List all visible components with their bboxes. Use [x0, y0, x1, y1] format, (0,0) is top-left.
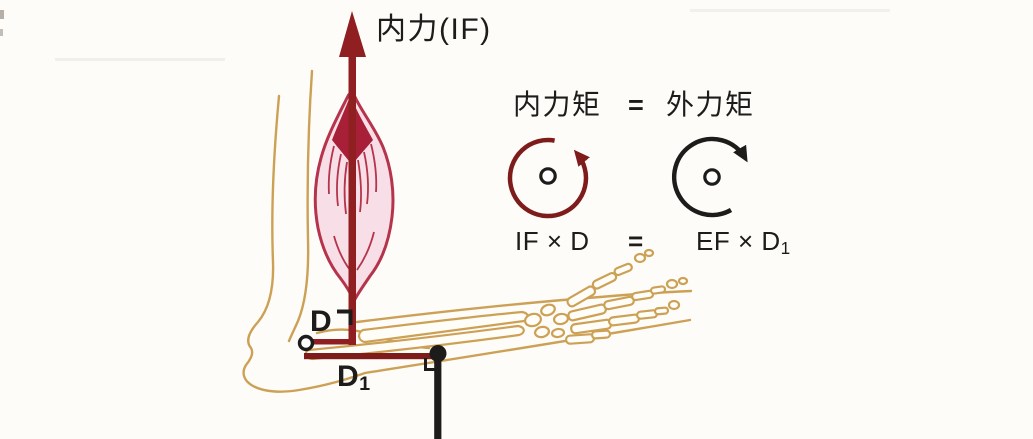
up-arrow-icon — [339, 11, 366, 57]
external-torque-label: 外力矩 — [666, 89, 755, 120]
torque-equals-sign: = — [628, 90, 645, 120]
internal-torque-label: 内力矩 — [513, 89, 602, 120]
external-torque-symbol — [672, 136, 748, 218]
ccw-rotation-arrow-icon — [507, 137, 590, 219]
moment-arm-d1-label: D1 — [337, 360, 371, 396]
upper-arm-outer-outline — [242, 94, 692, 393]
formula-lhs: IF × D — [515, 226, 590, 256]
right-angle-mark-icon — [424, 358, 437, 371]
internal-force-label: 内力(IF) — [376, 13, 492, 46]
radius-bone — [358, 310, 529, 344]
moment-arm-d-line — [311, 339, 353, 345]
d1-subscript: 1 — [359, 373, 371, 396]
moment-arm-d1-line — [304, 353, 441, 360]
joint-axis-icon — [297, 334, 315, 352]
moment-arm-d-label: D — [310, 305, 333, 338]
formula-equals-sign: = — [628, 226, 644, 256]
rotation-axis-icon — [703, 168, 721, 186]
if-force-arrow — [339, 11, 366, 345]
upper-arm-inner-outline — [287, 69, 314, 343]
formula-rhs: EF × D1 — [696, 226, 791, 258]
right-angle-mark-icon — [337, 309, 353, 325]
forearm-bones — [304, 310, 529, 361]
external-force-line — [429, 345, 447, 439]
muscle-fibers — [327, 143, 378, 271]
external-force-shaft — [434, 353, 442, 439]
rotation-axis-icon — [539, 167, 557, 185]
formula-rhs-subscript: 1 — [780, 237, 791, 258]
if-arrow-shaft — [348, 50, 356, 345]
scan-artifacts — [0, 9, 890, 61]
internal-torque-symbol — [507, 137, 590, 219]
cw-rotation-arrow-icon — [672, 136, 748, 218]
hand-bones — [524, 248, 689, 345]
